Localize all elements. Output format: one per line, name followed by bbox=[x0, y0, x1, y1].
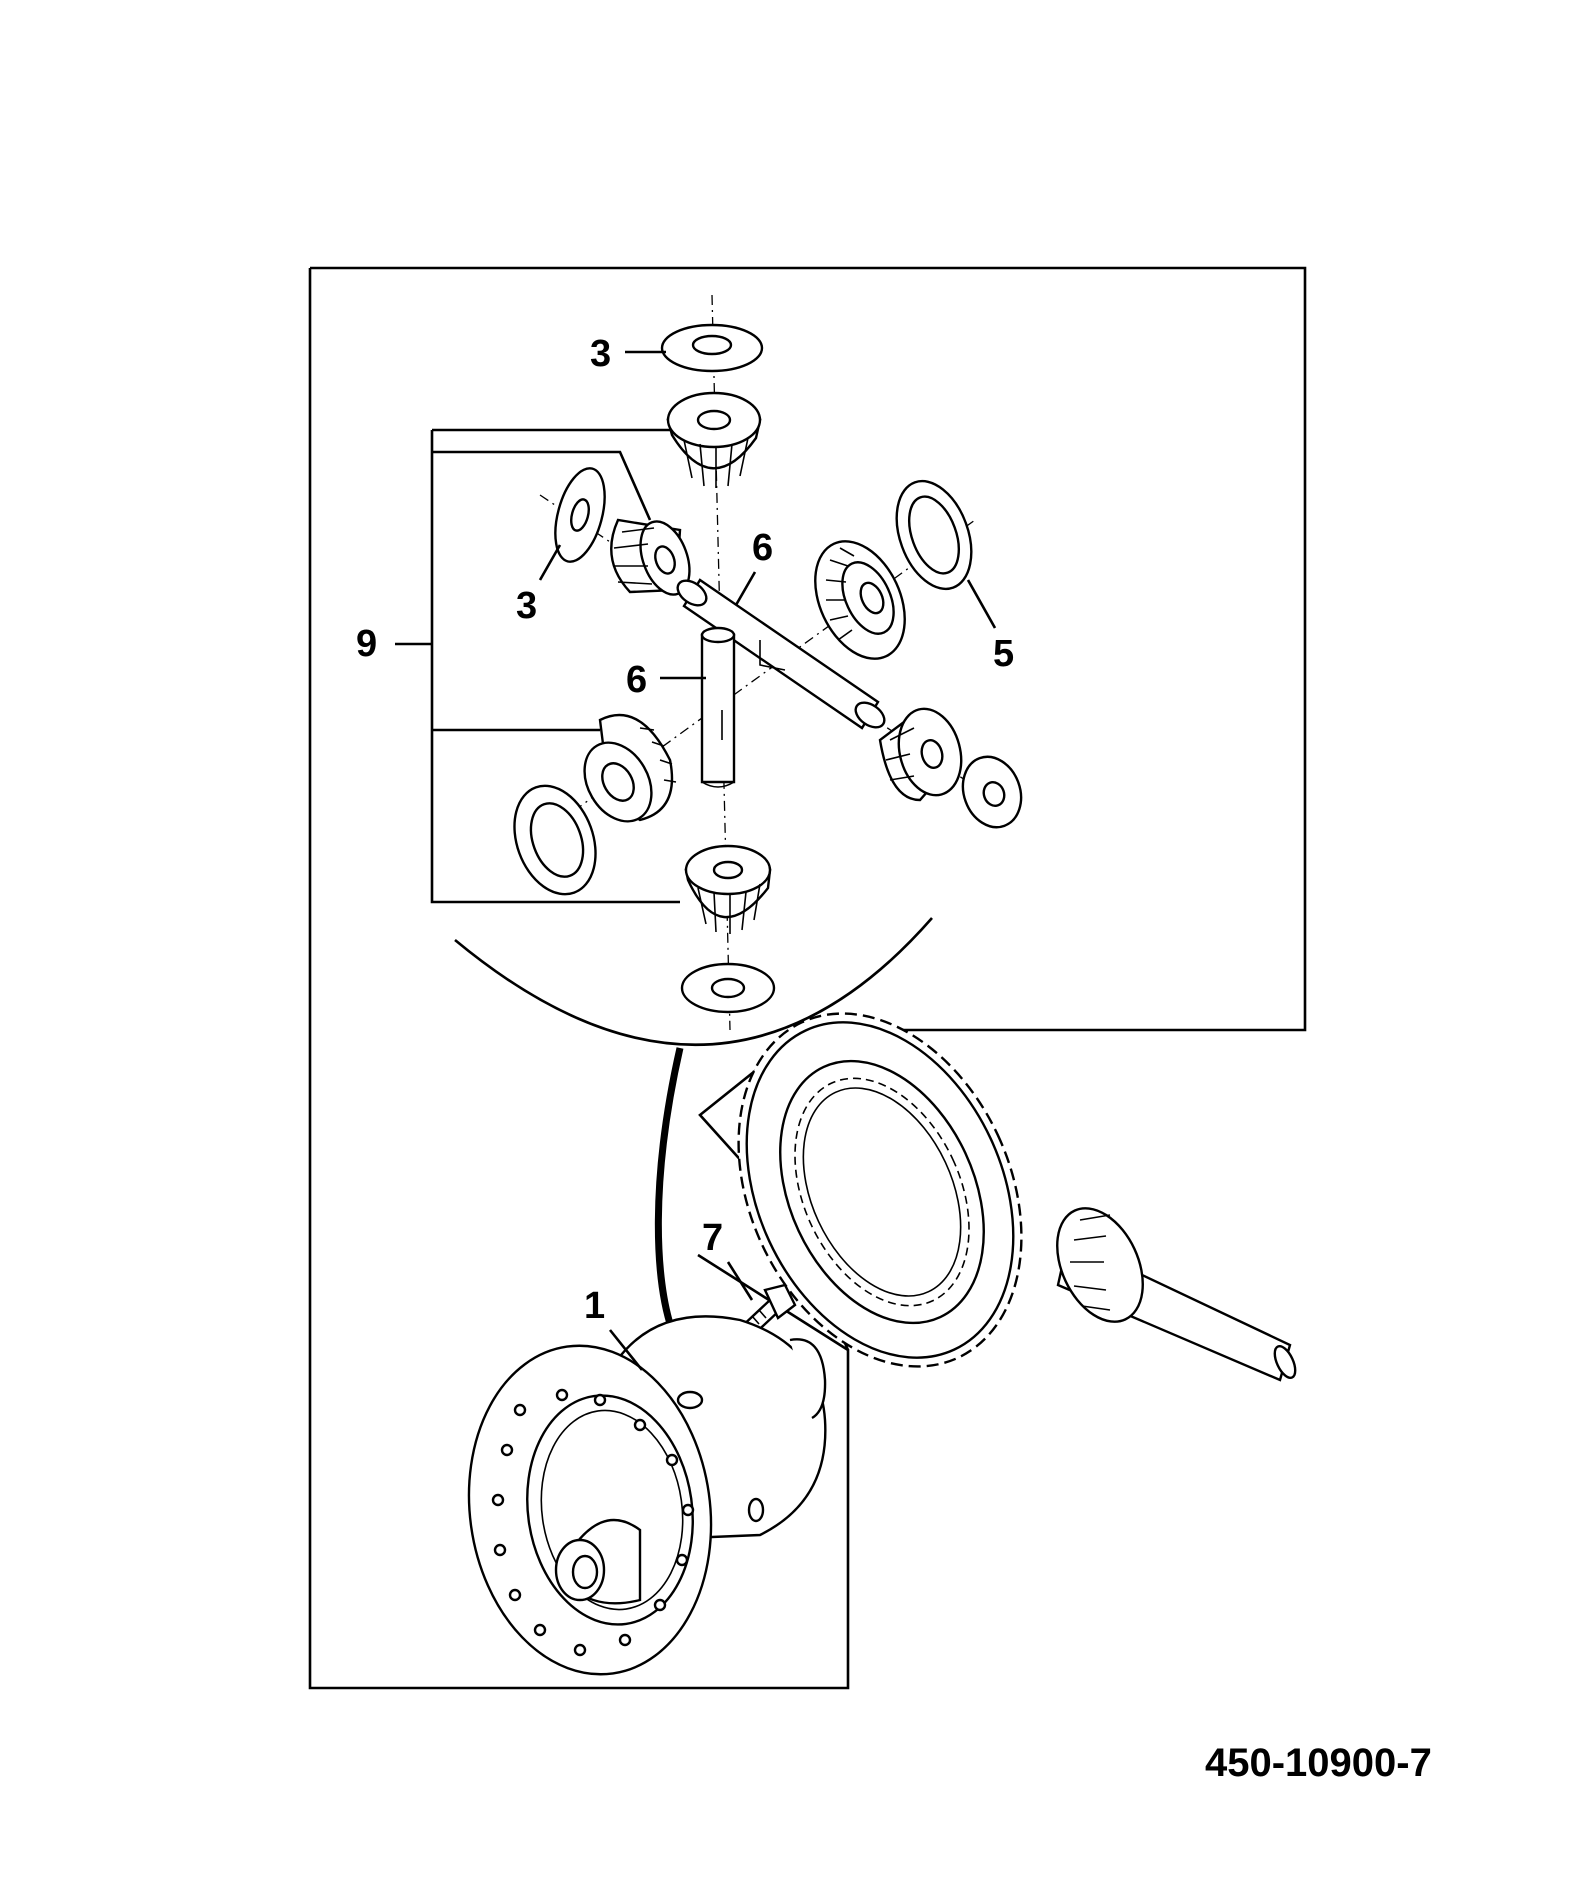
detail-leader bbox=[654, 1047, 684, 1332]
side-gear-right bbox=[814, 540, 906, 660]
thrust-washer-upper-right bbox=[895, 479, 973, 591]
cross-shaft-upper bbox=[676, 578, 886, 730]
thrust-washer-lower-left bbox=[513, 784, 597, 896]
callout-7: 7 bbox=[702, 1217, 723, 1259]
leader-6-upper bbox=[734, 571, 757, 606]
pinion-gear-upper-left bbox=[610, 518, 691, 596]
pinion-gear-top bbox=[666, 391, 762, 488]
cross-axis-b bbox=[519, 519, 976, 851]
thrust-washer-lower-right bbox=[961, 755, 1023, 829]
cross-shaft-vertical bbox=[700, 626, 736, 788]
differential-case bbox=[467, 1315, 827, 1676]
leader-1 bbox=[608, 1329, 644, 1371]
leader-5 bbox=[966, 579, 997, 629]
drawing-reference-number: 450-10900-7 bbox=[1205, 1741, 1432, 1785]
thrust-washer-bottom bbox=[680, 962, 776, 1014]
callout-6-upper: 6 bbox=[752, 527, 773, 569]
drive-pinion bbox=[1056, 1207, 1297, 1382]
callout-1: 1 bbox=[584, 1285, 605, 1327]
callout-5: 5 bbox=[993, 633, 1014, 675]
crown-wheel bbox=[737, 1012, 1023, 1368]
detail-magnifier-arc bbox=[454, 917, 933, 1047]
leader-3-left bbox=[538, 544, 562, 581]
callout-9: 9 bbox=[356, 623, 377, 665]
side-gear-lower-left bbox=[583, 713, 677, 823]
callout-3-top: 3 bbox=[590, 333, 611, 375]
callout-6-lower: 6 bbox=[626, 659, 647, 701]
case-bolt-holes bbox=[491, 1388, 695, 1657]
callout-3-left: 3 bbox=[516, 585, 537, 627]
pinion-gear-bottom bbox=[684, 844, 772, 934]
thrust-washer-upper-left bbox=[554, 467, 606, 563]
detail-frame bbox=[308, 266, 1307, 1690]
bracket-9 bbox=[395, 428, 680, 904]
leader-7 bbox=[726, 1261, 754, 1301]
pinion-gear-lower-right bbox=[878, 707, 963, 802]
thrust-washer-top bbox=[660, 323, 764, 373]
